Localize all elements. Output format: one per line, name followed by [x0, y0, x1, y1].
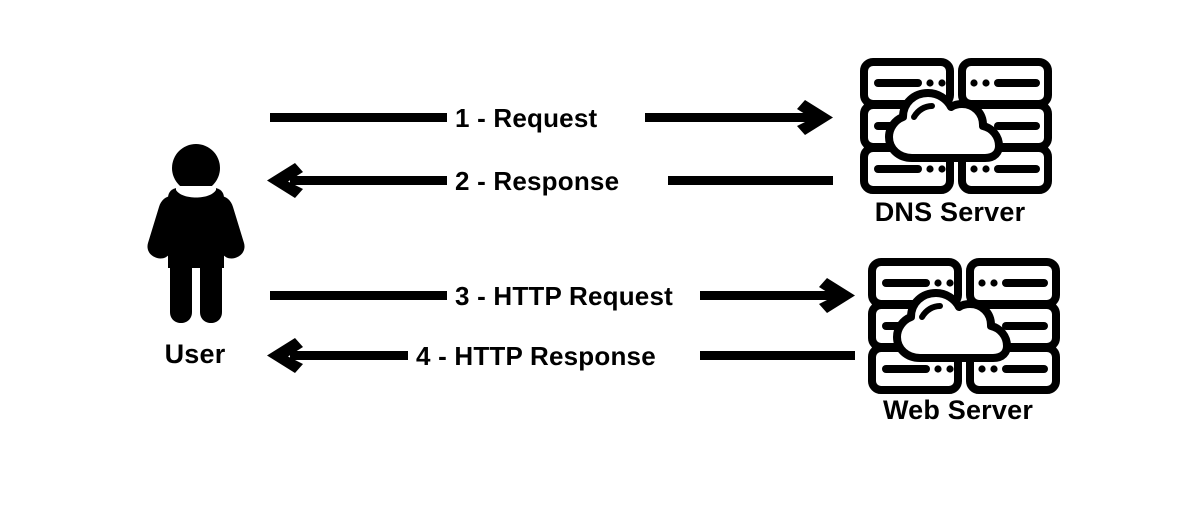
cloud-icon	[893, 289, 1011, 362]
user-label: User	[164, 339, 226, 369]
dns-server-icon	[860, 58, 1052, 194]
person-icon	[147, 144, 245, 323]
flow-4-arrow	[267, 338, 855, 373]
flow-4-label: 4 - HTTP Response	[416, 341, 656, 371]
flow-3-label: 3 - HTTP Request	[455, 281, 673, 311]
flow-2-label: 2 - Response	[455, 166, 620, 196]
web-server-label: Web Server	[882, 395, 1034, 425]
cloud-icon	[885, 89, 1003, 162]
flow-3-arrow	[270, 278, 855, 313]
flow-1-arrow	[270, 100, 833, 135]
dns-server-label: DNS Server	[874, 197, 1026, 227]
flow-2-arrow	[267, 163, 833, 198]
web-server-icon	[868, 258, 1060, 394]
flow-1-label: 1 - Request	[455, 103, 598, 133]
